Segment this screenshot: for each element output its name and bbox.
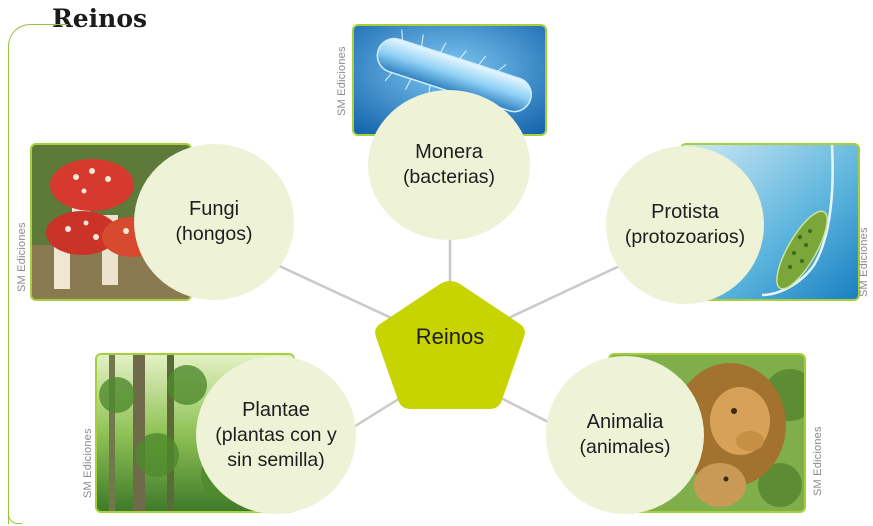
kingdom-protista: Protista (protozoarios) [606,146,764,304]
kingdom-description: (bacterias) [403,165,495,190]
monera-photo-credit: SM Ediciones [336,46,348,116]
protista-photo-credit: SM Ediciones [858,227,870,297]
kingdom-description: (plantas con y sin semilla) [206,423,346,474]
kingdom-fungi: Fungi (hongos) [134,144,294,300]
center-node: Reinos [369,276,531,414]
kingdom-name: Animalia [587,409,664,435]
kingdom-description: (protozoarios) [625,225,745,250]
kingdom-description: (animales) [579,435,670,460]
kingdom-description: (hongos) [176,222,253,247]
plantae-photo-credit: SM Ediciones [82,428,94,498]
kingdom-name: Monera [415,139,483,165]
kingdom-plantae: Plantae (plantas con y sin semilla) [196,356,356,514]
animalia-photo-credit: SM Ediciones [812,426,824,496]
kingdom-name: Fungi [189,196,239,222]
kingdom-name: Plantae [242,397,310,423]
fungi-photo-credit: SM Ediciones [16,222,28,292]
kingdom-name: Protista [651,199,719,225]
kingdom-monera: Monera (bacterias) [368,90,530,240]
center-label: Reinos [369,324,531,350]
kingdom-animalia: Animalia (animales) [546,356,704,514]
